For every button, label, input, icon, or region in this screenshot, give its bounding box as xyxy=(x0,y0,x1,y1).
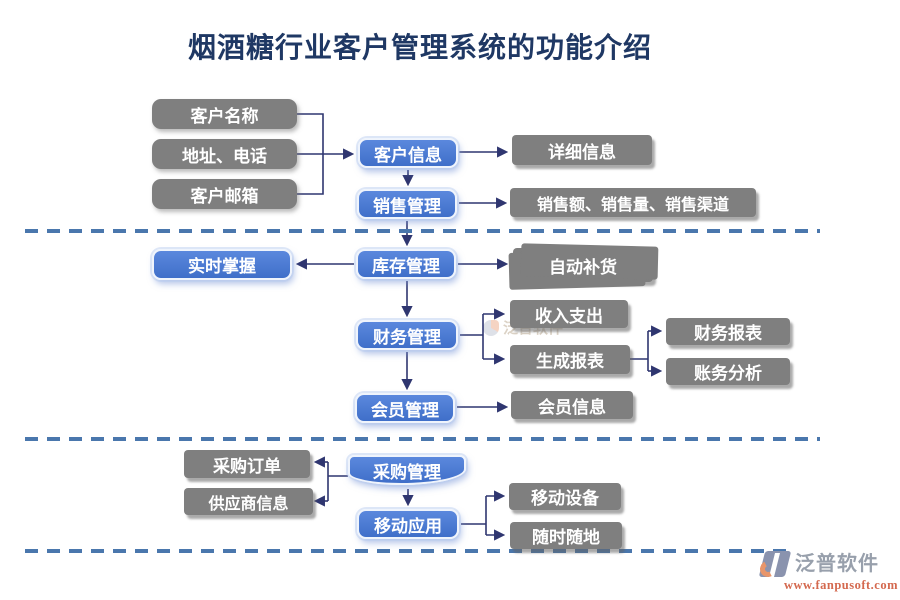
node-realtime-grasp: 实时掌握 xyxy=(152,249,292,280)
node-inventory-mgmt: 库存管理 xyxy=(356,249,456,279)
section-separator-2 xyxy=(25,437,820,441)
watermark-brand: 泛普软件 xyxy=(795,553,879,575)
node-address-phone: 地址、电话 xyxy=(152,139,297,169)
watermark-bottom-right: 泛普软件 www.fanpusoft.com xyxy=(757,549,898,593)
node-sales-mgmt: 销售管理 xyxy=(357,189,457,219)
section-separator-3 xyxy=(25,549,790,553)
node-member-mgmt: 会员管理 xyxy=(355,393,455,423)
node-detail-info: 详细信息 xyxy=(512,135,652,165)
node-customer-info: 客户信息 xyxy=(358,138,458,168)
node-purchase-orders: 采购订单 xyxy=(184,450,310,478)
node-finance-mgmt: 财务管理 xyxy=(356,320,458,350)
section-separator-1 xyxy=(25,229,820,233)
watermark-center-logo-icon xyxy=(483,319,499,336)
node-auto-replenish: 自动补货 xyxy=(513,248,653,282)
node-anytime-anywhere: 随时随地 xyxy=(510,522,622,549)
watermark-url: www.fanpusoft.com xyxy=(783,578,898,592)
node-account-analysis: 账务分析 xyxy=(666,358,790,385)
node-generate-reports: 生成报表 xyxy=(510,345,630,374)
node-customer-email: 客户邮箱 xyxy=(152,179,297,209)
node-mobile-devices: 移动设备 xyxy=(509,483,621,510)
node-sales-metrics: 销售额、销售量、销售渠道 xyxy=(510,188,756,217)
node-supplier-info: 供应商信息 xyxy=(184,488,313,515)
node-mobile-app: 移动应用 xyxy=(357,509,459,539)
node-purchase-mgmt: 采购管理 xyxy=(348,455,466,485)
node-member-info: 会员信息 xyxy=(511,391,633,419)
diagram-title: 烟酒糖行业客户管理系统的功能介绍 xyxy=(187,32,652,63)
node-financial-reports: 财务报表 xyxy=(666,318,790,345)
node-customer-name: 客户名称 xyxy=(152,99,297,129)
node-income-expense: 收入支出 xyxy=(510,300,628,328)
fanpu-logo-icon xyxy=(757,549,792,581)
